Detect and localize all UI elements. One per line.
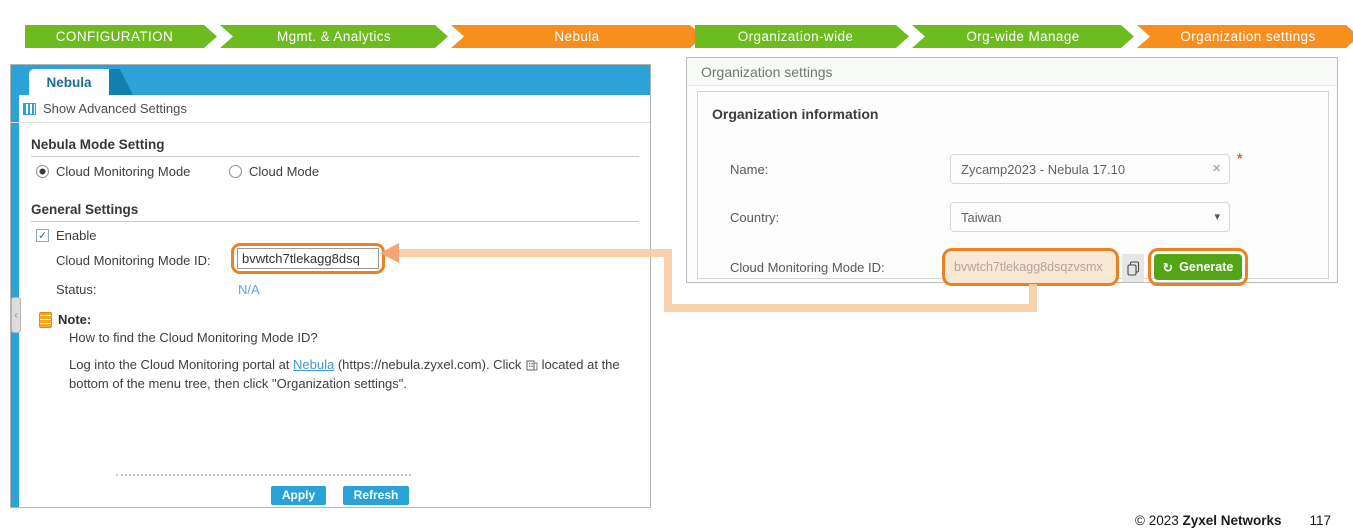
- refresh-button[interactable]: Refresh: [343, 486, 409, 505]
- divider: [31, 221, 639, 222]
- breadcrumb-label: Nebula: [554, 29, 600, 44]
- page-number: 117: [1309, 513, 1332, 528]
- country-value: Taiwan: [961, 209, 1002, 225]
- radio-cloud-mode[interactable]: Cloud Mode: [229, 164, 319, 179]
- organization-building-icon: [526, 360, 538, 371]
- copy-button[interactable]: [1122, 254, 1144, 282]
- cmm-id-label: Cloud Monitoring Mode ID:: [56, 253, 211, 268]
- radio-unselected-icon[interactable]: [229, 165, 242, 178]
- section-title-general-settings: General Settings: [31, 202, 139, 217]
- breadcrumb-label: Organization settings: [1180, 29, 1316, 44]
- radio-cloud-monitoring-mode[interactable]: Cloud Monitoring Mode: [36, 164, 190, 179]
- country-label: Country:: [730, 210, 780, 225]
- status-value: N/A: [238, 282, 260, 297]
- note-icon: [39, 312, 52, 328]
- divider: [31, 156, 639, 157]
- clear-icon[interactable]: ×: [1212, 160, 1221, 177]
- status-label: Status:: [56, 282, 97, 297]
- brand-name: Zyxel Networks: [1182, 513, 1282, 528]
- radio-label: Cloud Mode: [249, 164, 320, 179]
- note-title: Note:: [58, 312, 92, 327]
- breadcrumb-item-org-wide-manage[interactable]: Org-wide Manage: [912, 25, 1134, 48]
- nebula-config-panel: Nebula ‹ Show Advanced Settings Nebula M…: [10, 64, 651, 508]
- generate-label: Generate: [1179, 260, 1234, 274]
- note-question: How to find the Cloud Monitoring Mode ID…: [69, 330, 318, 345]
- panel-collapse-handle[interactable]: ‹: [11, 297, 21, 333]
- refresh-circle-icon: ↻: [1162, 260, 1174, 275]
- radio-label: Cloud Monitoring Mode: [56, 164, 191, 179]
- show-advanced-settings-label: Show Advanced Settings: [43, 101, 187, 116]
- panel-title-bar: Organization settings: [687, 58, 1337, 86]
- cmm-id-readonly-field: bvwtch7tlekagg8dsqzvsmx: [942, 248, 1119, 286]
- copyright-text: © 2023: [1135, 513, 1183, 528]
- organization-information-card: Organization information Name: Zycamp202…: [697, 91, 1329, 286]
- panel-title: Organization settings: [701, 63, 833, 80]
- chevron-down-icon: ▾: [1214, 211, 1220, 223]
- section-title-organization-information: Organization information: [712, 106, 879, 122]
- check-icon: ✓: [37, 230, 48, 242]
- breadcrumb-item-nebula[interactable]: Nebula: [451, 25, 703, 48]
- nebula-link[interactable]: Nebula: [293, 357, 335, 372]
- section-title-nebula-mode: Nebula Mode Setting: [31, 137, 165, 152]
- panel-left-strip: [11, 65, 19, 507]
- breadcrumb-label: Org-wide Manage: [966, 29, 1080, 44]
- country-select[interactable]: Taiwan ▾: [950, 202, 1230, 232]
- note-text: Log into the Cloud Monitoring portal at: [69, 357, 294, 372]
- radio-selected-icon[interactable]: [36, 165, 49, 178]
- breadcrumb-item-organization-settings[interactable]: Organization settings: [1137, 25, 1353, 48]
- columns-icon: [23, 102, 36, 115]
- breadcrumb-label: CONFIGURATION: [55, 29, 174, 44]
- apply-button[interactable]: Apply: [271, 486, 326, 505]
- name-label: Name:: [730, 162, 769, 177]
- breadcrumb: Organization-wide Org-wide Manage Organi…: [695, 25, 1353, 48]
- cmm-id-label: Cloud Monitoring Mode ID:: [730, 260, 885, 275]
- show-advanced-settings[interactable]: Show Advanced Settings: [23, 101, 187, 116]
- enable-label: Enable: [56, 228, 97, 243]
- required-asterisk: *: [1237, 150, 1243, 166]
- breadcrumb-label: Mgmt. & Analytics: [276, 29, 392, 44]
- checkbox-checked-icon[interactable]: ✓: [36, 229, 49, 242]
- breadcrumb-item-organization-wide[interactable]: Organization-wide: [695, 25, 909, 48]
- breadcrumb-item-mgmt-analytics[interactable]: Mgmt. & Analytics: [220, 25, 448, 48]
- note-text: located at the bottom of the menu tree, …: [69, 357, 620, 391]
- breadcrumb-label: Organization-wide: [737, 29, 854, 44]
- divider-dotted: [116, 474, 411, 476]
- note-text: (https://nebula.zyxel.com). Click: [334, 357, 525, 372]
- cmm-id-value: bvwtch7tlekagg8dsqzvsmx: [954, 260, 1103, 274]
- breadcrumb: CONFIGURATION Mgmt. & Analytics Nebula: [25, 25, 706, 48]
- name-input[interactable]: Zycamp2023 - Nebula 17.10 ×: [950, 154, 1230, 184]
- note-paragraph: Log into the Cloud Monitoring portal at …: [69, 356, 634, 394]
- organization-settings-panel: Organization settings Organization infor…: [686, 57, 1338, 286]
- enable-checkbox-row[interactable]: ✓ Enable: [36, 228, 96, 243]
- tab-nebula[interactable]: Nebula: [29, 69, 109, 95]
- chevron-left-icon: ‹: [14, 309, 18, 321]
- highlight-generate-button: ↻ Generate: [1148, 248, 1248, 286]
- footer: © 2023 Zyxel Networks 117: [1135, 513, 1331, 528]
- tab-label: Nebula: [46, 74, 92, 90]
- name-value: Zycamp2023 - Nebula 17.10: [961, 161, 1126, 177]
- divider: [11, 122, 650, 123]
- generate-button[interactable]: ↻ Generate: [1154, 254, 1242, 280]
- cmm-id-input[interactable]: [237, 248, 379, 269]
- breadcrumb-item-configuration[interactable]: CONFIGURATION: [25, 25, 217, 48]
- copy-icon: [1126, 260, 1139, 276]
